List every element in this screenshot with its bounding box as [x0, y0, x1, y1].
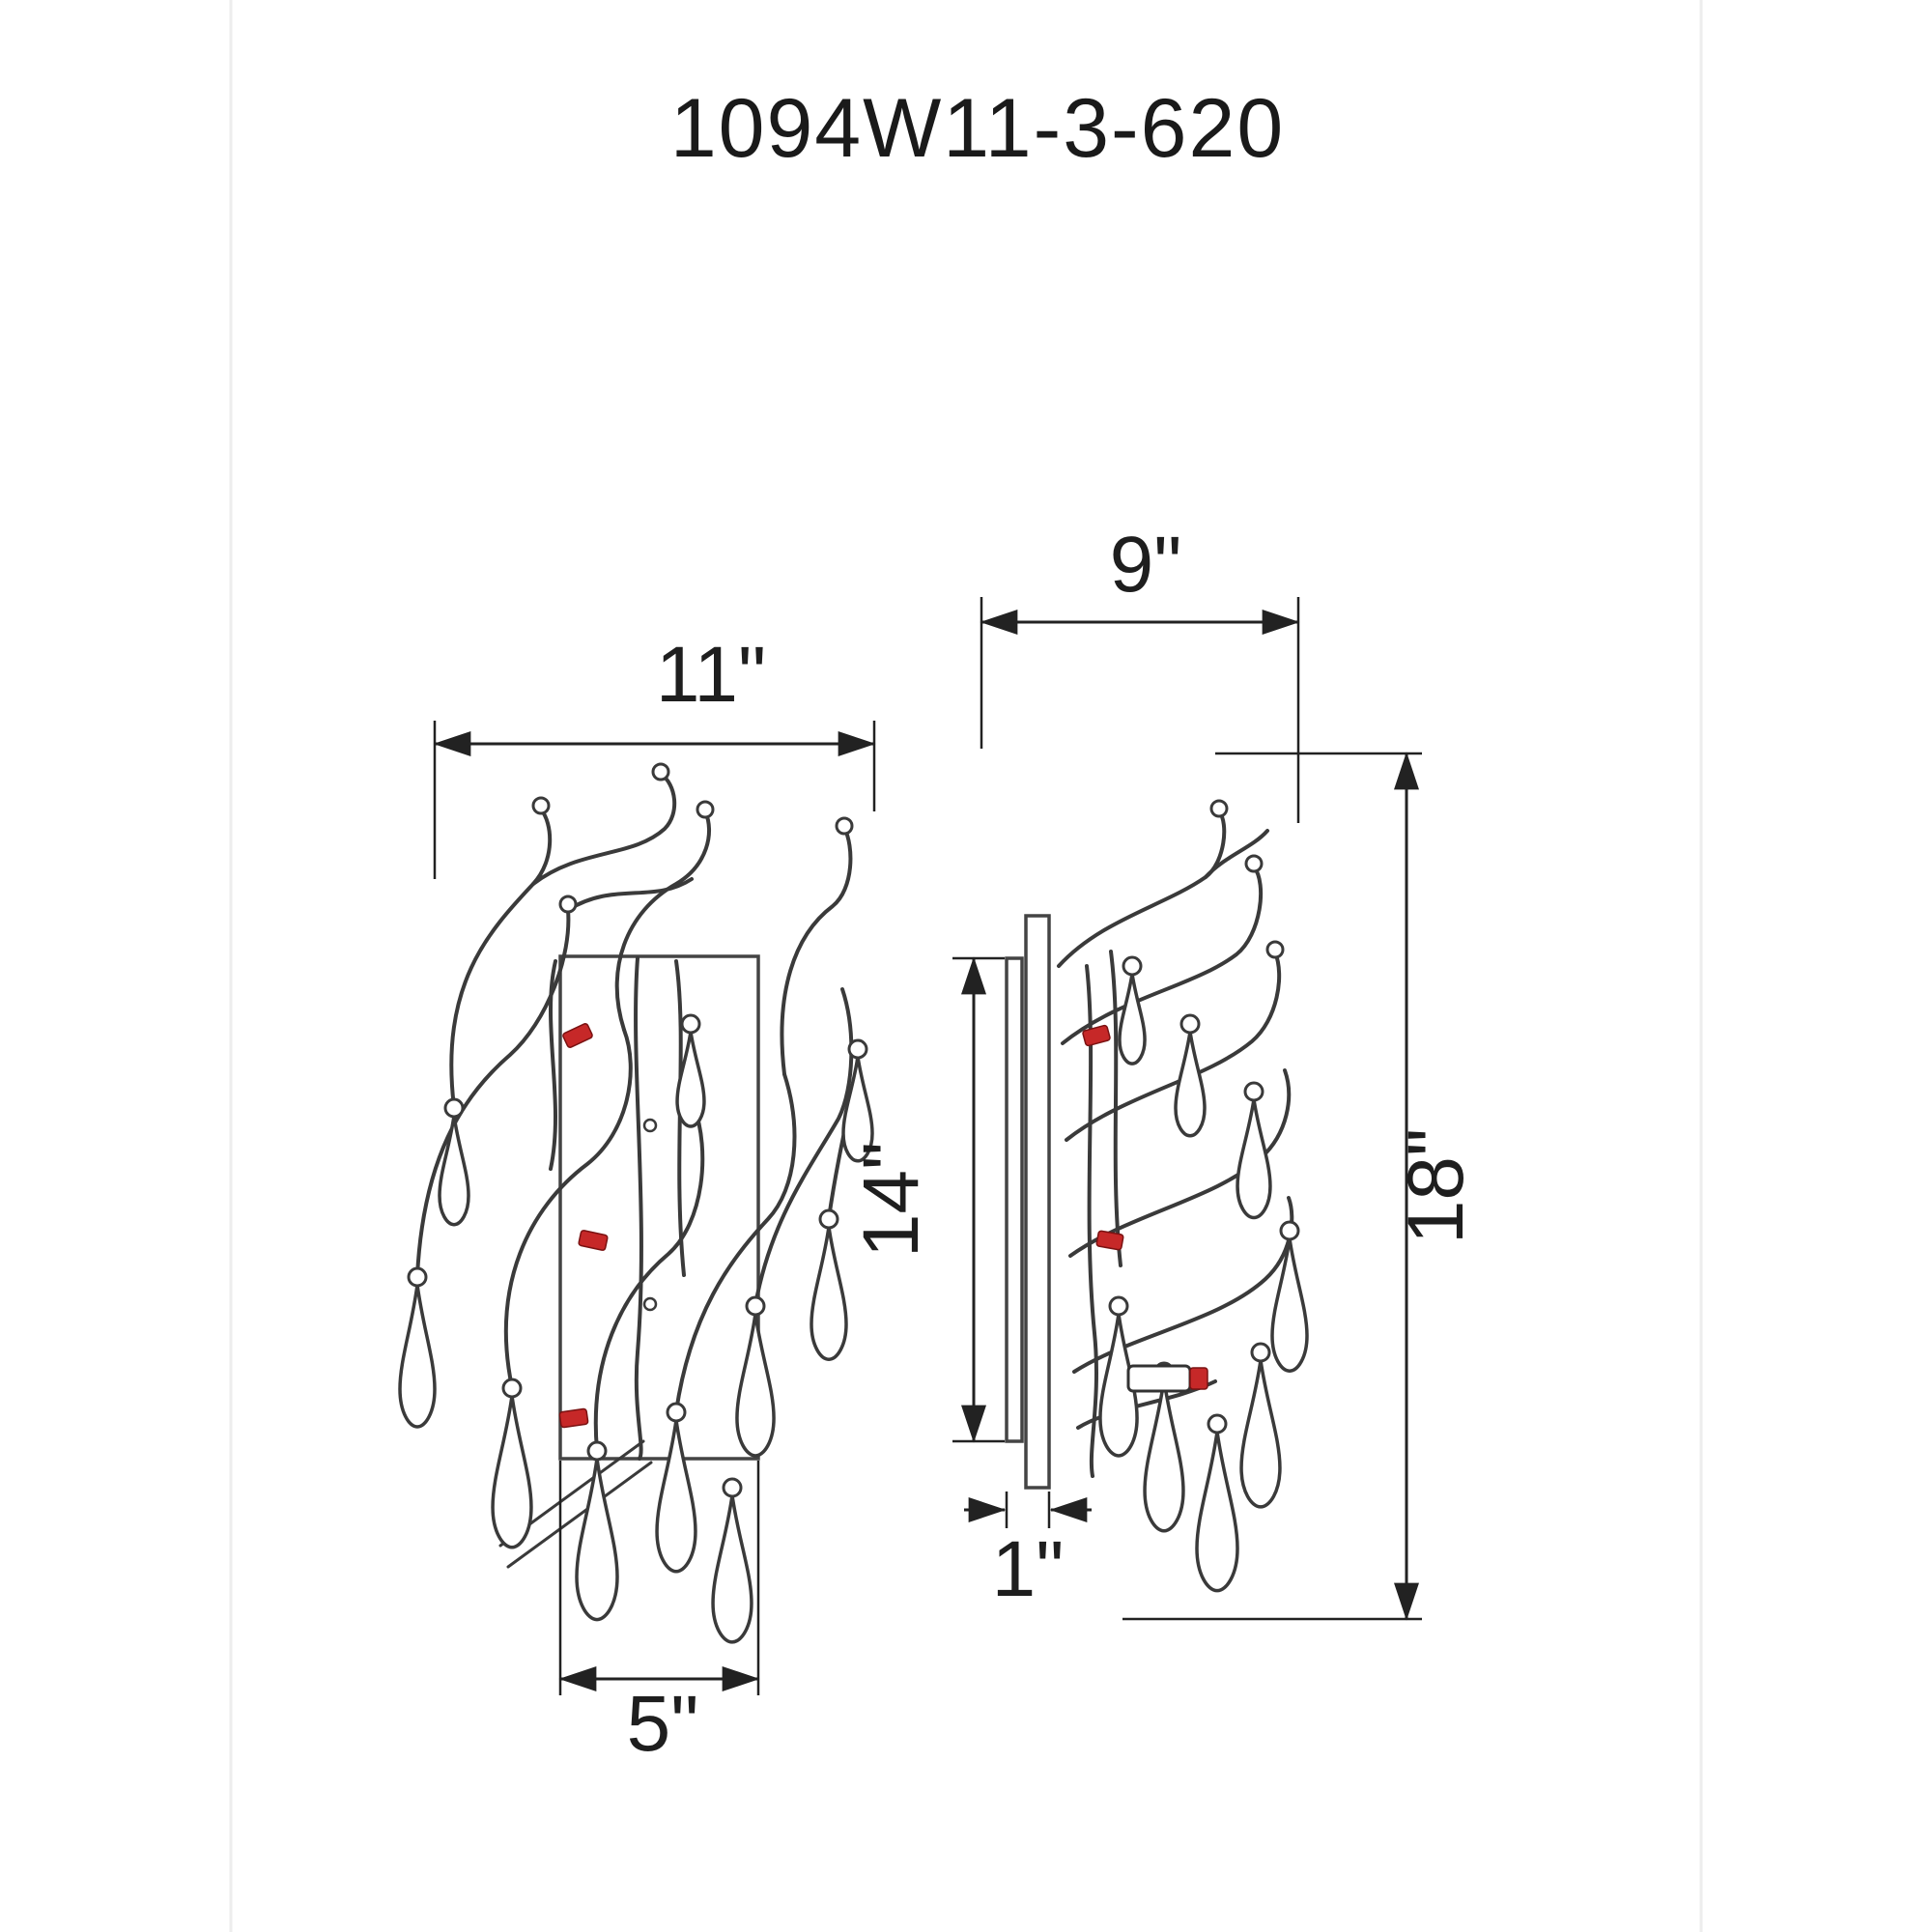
drop-loop — [1279, 1220, 1300, 1241]
side-teardrops — [1100, 955, 1307, 1591]
drop-loop — [722, 1477, 743, 1498]
teardrop — [1237, 1099, 1270, 1218]
branch-line — [566, 877, 694, 912]
drop-loop — [745, 1295, 766, 1317]
dim-front-backplate-width-label: 5" — [627, 1680, 699, 1768]
drop-loop — [1122, 955, 1143, 977]
dim-backplate-height: 14" — [847, 956, 1005, 1443]
mount-screw — [642, 1296, 658, 1312]
drop-loop — [818, 1208, 839, 1230]
branch-tip-loop — [531, 796, 551, 815]
branch-line — [1065, 951, 1282, 1142]
branch-tip-loop — [696, 800, 715, 819]
socket-accent — [1189, 1367, 1208, 1390]
branch-tip-loop — [1209, 799, 1229, 818]
branch-tip-loop — [651, 762, 670, 781]
side-panel-outline — [1005, 956, 1024, 1443]
dim-mount-depth: 1" — [964, 1492, 1092, 1613]
branch-tip-loop — [1244, 854, 1264, 873]
socket-accent — [562, 1023, 593, 1048]
socket-accent — [1082, 1024, 1111, 1047]
teardrop — [400, 1285, 435, 1427]
branch-rod — [506, 1461, 653, 1569]
socket-accent — [1095, 1230, 1124, 1251]
branch-line — [753, 987, 854, 1307]
drop-loop — [586, 1440, 608, 1462]
drop-loop — [501, 1378, 523, 1399]
dim-side-width-label: 9" — [1110, 521, 1182, 609]
dim-front-width: 11" — [433, 631, 876, 879]
teardrop — [1118, 972, 1147, 1065]
front-teardrops — [400, 1013, 874, 1642]
dim-overall-height: 18" — [1122, 752, 1480, 1621]
drop-loop — [407, 1266, 428, 1288]
drop-loop — [847, 1038, 868, 1060]
branch-tip-loop — [558, 895, 578, 914]
branch-line — [549, 959, 557, 1171]
socket-holder — [1126, 1364, 1192, 1393]
branch-line — [634, 956, 643, 1461]
teardrop — [1197, 1432, 1237, 1591]
teardrop — [1174, 1030, 1207, 1138]
branch-line — [449, 808, 553, 1109]
branch-line — [593, 1103, 705, 1452]
drop-loop — [1207, 1413, 1228, 1435]
side-backplate-outline — [1024, 914, 1051, 1490]
teardrop — [440, 1116, 469, 1225]
front-sockets — [558, 1023, 609, 1429]
drop-loop — [443, 1097, 465, 1119]
dim-front-backplate-width: 5" — [558, 1461, 760, 1768]
branch-line — [415, 908, 571, 1278]
dim-front-width-label: 11" — [656, 631, 766, 719]
branch-line — [780, 826, 853, 1076]
branch-line — [1061, 865, 1264, 1045]
branch-line — [1057, 810, 1227, 968]
dim-side-width: 9" — [980, 521, 1300, 823]
mount-screw — [642, 1118, 658, 1133]
branch-line — [1109, 950, 1122, 1267]
drop-loop — [1108, 1295, 1129, 1317]
branch-tip-loop — [1265, 940, 1285, 959]
dim-backplate-height-label: 14" — [847, 1142, 935, 1258]
dim-overall-height-label: 18" — [1392, 1128, 1480, 1244]
drop-loop — [680, 1013, 701, 1035]
side-sockets — [1082, 1024, 1208, 1393]
branch-line — [674, 1072, 797, 1413]
drop-loop — [1243, 1081, 1264, 1102]
branch-tip-loop — [835, 816, 854, 836]
dim-mount-depth-label: 1" — [992, 1525, 1065, 1613]
side-view — [1005, 799, 1307, 1591]
socket-accent — [578, 1230, 609, 1251]
backplate-outline — [558, 954, 760, 1461]
branch-line — [1085, 964, 1098, 1478]
front-branches — [415, 762, 861, 1569]
socket-accent — [558, 1407, 589, 1429]
teardrop — [577, 1459, 617, 1620]
teardrop — [1272, 1238, 1307, 1371]
teardrop — [811, 1227, 846, 1359]
drop-loop — [666, 1402, 687, 1423]
teardrop — [493, 1396, 531, 1548]
drop-loop — [1250, 1342, 1271, 1363]
teardrop — [1241, 1360, 1280, 1507]
branch-line — [531, 772, 677, 886]
branch-line — [1204, 829, 1269, 879]
front-view — [400, 762, 874, 1642]
teardrop — [713, 1495, 752, 1642]
branch-line — [503, 1028, 633, 1389]
drop-loop — [1179, 1013, 1201, 1035]
product-code-title: 1094W11-3-620 — [670, 82, 1285, 175]
